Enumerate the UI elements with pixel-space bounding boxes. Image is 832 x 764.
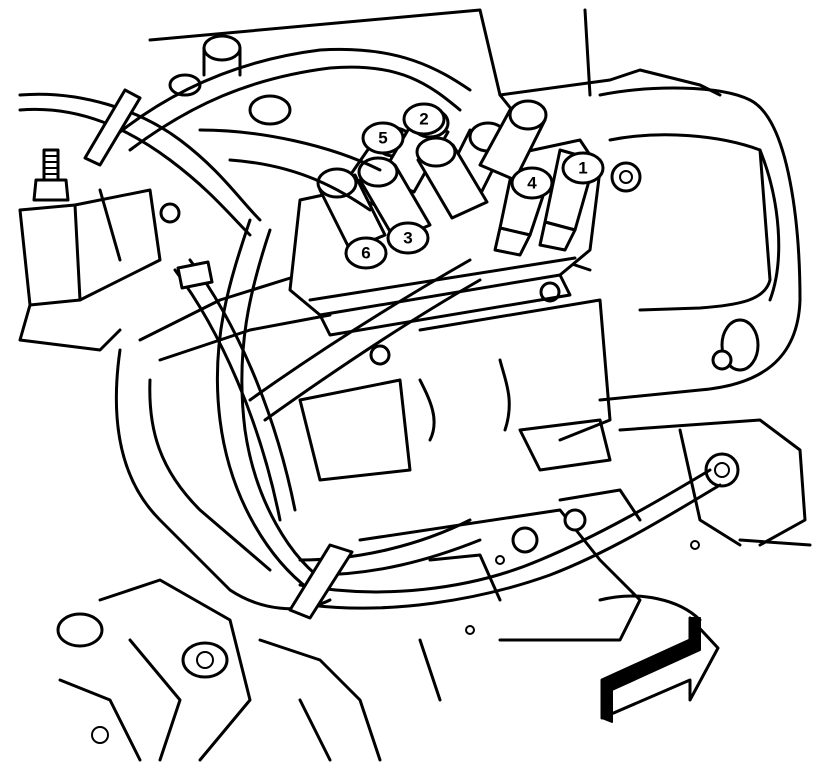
coil-label-1-text: 1 — [578, 159, 587, 178]
coil-label-4: 4 — [510, 166, 554, 200]
coil-label-5: 5 — [361, 121, 405, 155]
engine-block — [18, 8, 812, 762]
forward-arrow-icon — [600, 616, 720, 723]
coil-label-4-text: 4 — [527, 174, 537, 193]
coil-label-1: 1 — [561, 151, 605, 185]
coil-labels: 1 2 3 4 5 6 — [344, 102, 605, 270]
bolt-heads — [56, 34, 760, 744]
coil-towers — [316, 99, 548, 252]
wiring-harness — [18, 47, 722, 610]
harness-clips — [83, 88, 354, 620]
threaded-stud — [32, 148, 70, 202]
coil-label-3: 3 — [386, 221, 430, 255]
coil-label-3-text: 3 — [403, 229, 412, 248]
coil-label-6: 6 — [344, 236, 388, 270]
coil-label-2: 2 — [402, 102, 446, 136]
coil-label-5-text: 5 — [378, 129, 387, 148]
coil-tower — [415, 136, 489, 220]
coil-label-6-text: 6 — [361, 244, 370, 263]
coil-label-2-text: 2 — [419, 110, 428, 129]
coil-tower — [316, 167, 387, 252]
